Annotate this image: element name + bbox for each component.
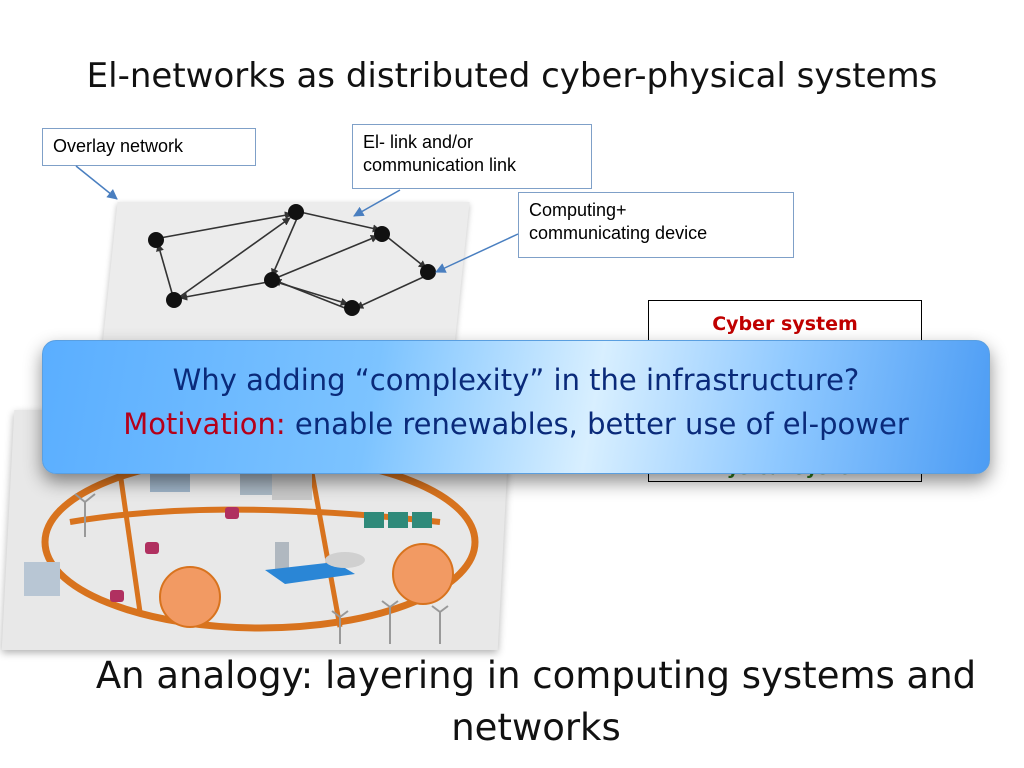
- power-plant-icon: [265, 542, 365, 584]
- device-callout: Computing+ communicating device: [518, 192, 794, 258]
- device-callout-line1: Computing+: [529, 200, 627, 220]
- motivation-banner: Why adding “complexity” in the infrastru…: [42, 340, 990, 474]
- link-callout-line2: communication link: [363, 155, 517, 175]
- link-callout-line1: El- link and/or: [363, 132, 474, 152]
- storage-tank-icon: [110, 507, 239, 602]
- physical-grid-illustration: [24, 442, 479, 644]
- link-callout: El- link and/or communication link: [352, 124, 592, 189]
- overlay-network-callout: Overlay network: [42, 128, 256, 166]
- cyber-system-label: Cyber system: [712, 313, 858, 335]
- device-callout-line2: communicating device: [529, 223, 708, 243]
- slide-title: El-networks as distributed cyber-physica…: [86, 56, 938, 96]
- bottom-heading: An analogy: layering in computing system…: [95, 654, 977, 749]
- electric-car-icon: [159, 543, 454, 628]
- motivation-text: enable renewables, better use of el-powe…: [285, 407, 909, 441]
- overlay-network-graph: [148, 204, 436, 316]
- overlay-network-text: Overlay network: [53, 136, 184, 156]
- overlay-arrow: [75, 165, 118, 200]
- banner-question: Why adding “complexity” in the infrastru…: [172, 363, 860, 397]
- factory-icon: [364, 512, 432, 528]
- wind-turbine-icon: [74, 493, 449, 644]
- network-node-icon: [148, 204, 436, 316]
- motivation-label: Motivation:: [123, 407, 286, 441]
- banner-motivation: Motivation: enable renewables, better us…: [43, 407, 989, 441]
